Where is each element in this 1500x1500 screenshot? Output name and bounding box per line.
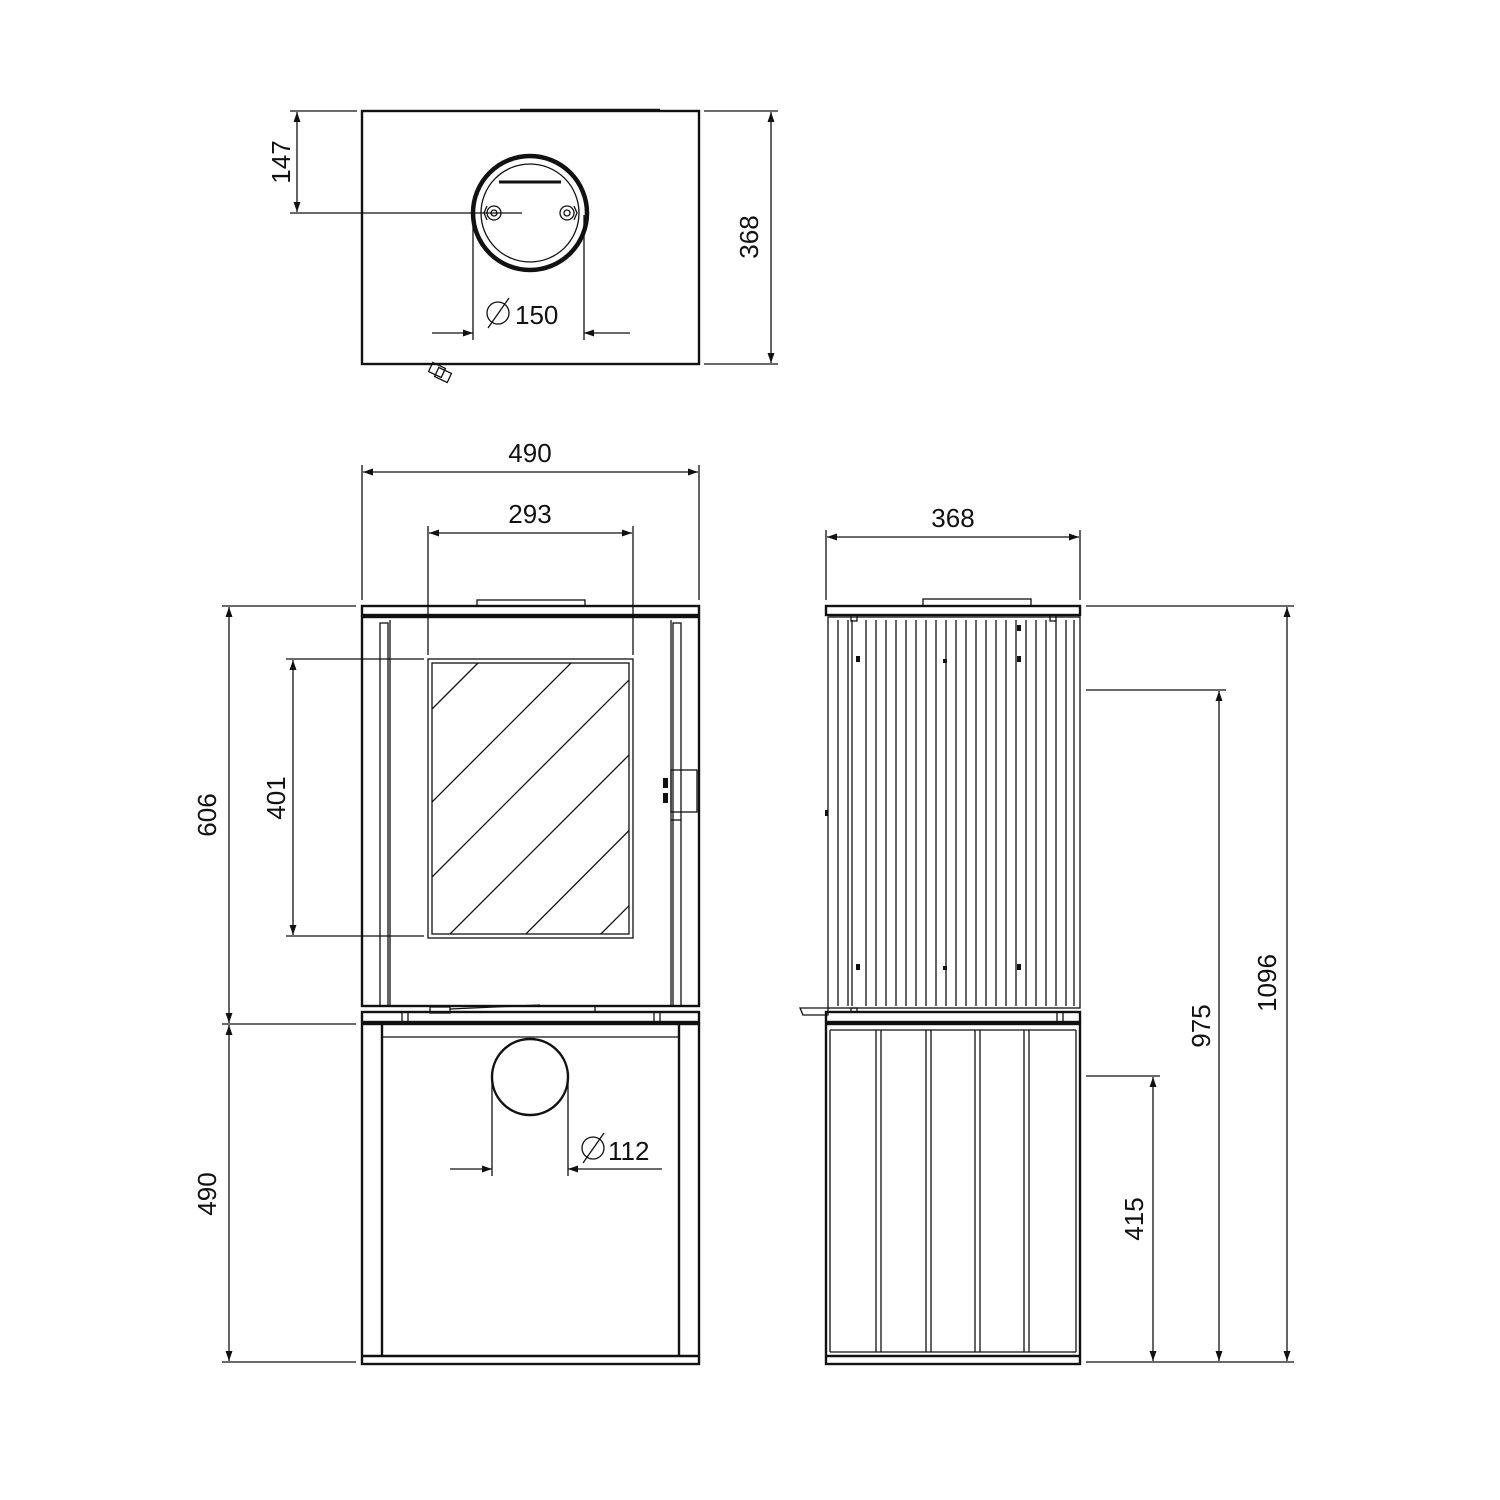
control-handle (427, 361, 453, 384)
glass-hatch (432, 663, 629, 934)
front-flue-stub (476, 599, 586, 607)
side-flutes (837, 620, 1075, 1006)
side-view: 368 1096 975 415 (799, 503, 1294, 1366)
side-pedestal-slats (829, 1029, 1077, 1353)
side-lever (799, 1007, 829, 1016)
side-depth-label: 368 (931, 503, 974, 533)
dim-flue-diameter: 150 (432, 215, 630, 340)
dim-base-height: 490 (192, 1025, 356, 1363)
side-base-plate (824, 1010, 1082, 1024)
base-height-label: 490 (192, 1172, 222, 1215)
flue-height-label: 975 (1186, 1004, 1216, 1047)
dim-air-inlet-height: 415 (1086, 1075, 1160, 1361)
glass-height-label: 401 (261, 776, 291, 819)
front-base-plate (360, 1010, 701, 1024)
front-view: 490 293 401 606 490 (192, 438, 701, 1366)
side-flue-stub (922, 598, 1032, 607)
dim-flue-offset: 147 (266, 110, 522, 214)
glass-window (427, 658, 634, 939)
stove-height-label: 606 (192, 793, 222, 836)
side-pedestal (824, 1022, 1082, 1366)
dim-flue-height: 975 (1086, 689, 1226, 1361)
front-top-plate (360, 604, 701, 617)
side-bolts (825, 625, 1021, 970)
front-pedestal (360, 1022, 701, 1366)
front-width-label: 490 (508, 438, 551, 468)
front-right-strip (672, 622, 682, 1007)
top-depth-label: 368 (734, 215, 764, 258)
dim-stove-height: 606 (192, 605, 356, 1025)
dim-side-depth: 368 (825, 503, 1081, 600)
air-inlet-height-label: 415 (1119, 1197, 1149, 1240)
dim-total-height: 1096 (1086, 605, 1294, 1363)
flue-diameter-label: 150 (515, 300, 558, 330)
door-handle (663, 769, 698, 821)
dim-glass-width: 293 (427, 499, 634, 655)
side-top-plate (824, 604, 1082, 617)
dim-glass-height: 401 (261, 658, 424, 937)
front-left-hinge-strip (379, 622, 389, 1007)
glass-width-label: 293 (508, 499, 551, 529)
flue-offset-label: 147 (266, 140, 296, 183)
dim-air-inlet-diameter: 112 (450, 1079, 662, 1176)
air-inlet-circle (490, 1037, 570, 1117)
front-stove-body (360, 615, 701, 1008)
top-view: 147 368 150 (266, 108, 778, 384)
dim-front-width: 490 (361, 438, 700, 600)
total-height-label: 1096 (1252, 954, 1282, 1012)
dim-top-depth: 368 (704, 110, 778, 365)
air-inlet-diameter-label: 112 (608, 1136, 649, 1166)
